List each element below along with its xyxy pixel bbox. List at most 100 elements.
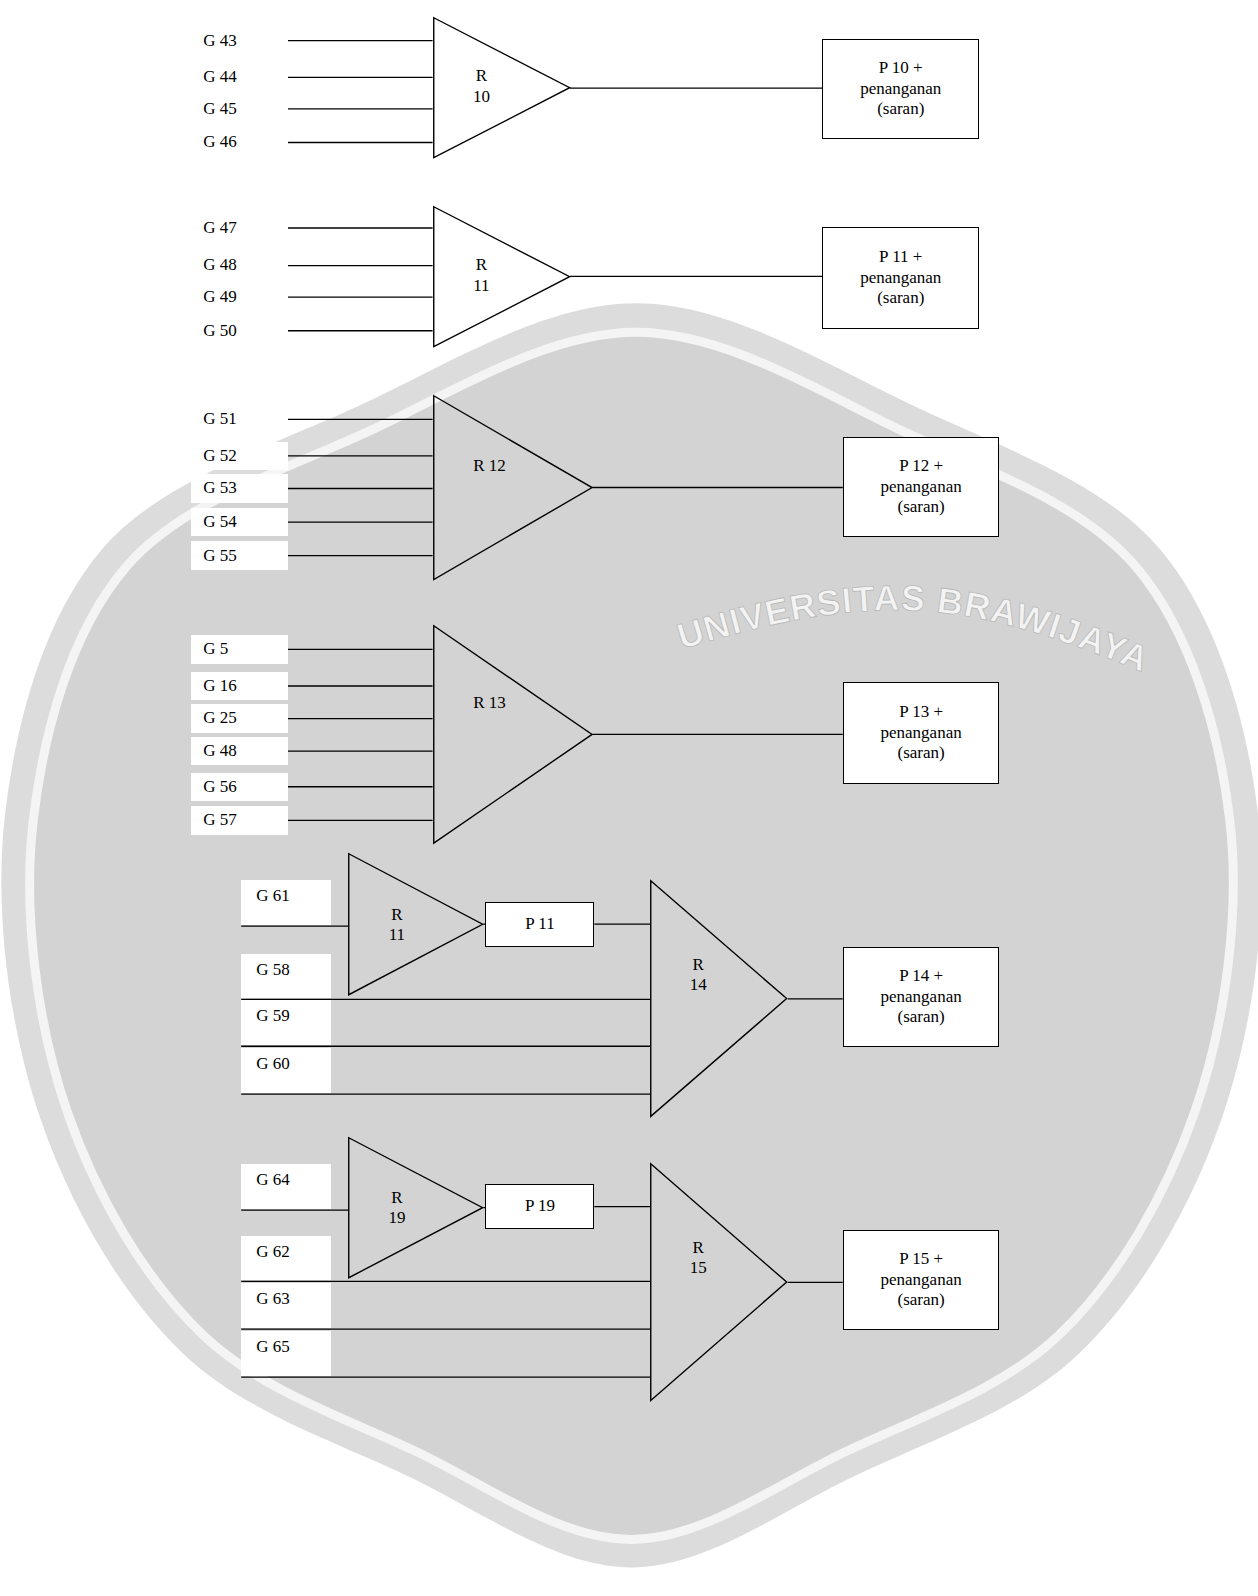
connector-line xyxy=(594,1206,650,1207)
connector-line xyxy=(288,488,433,489)
rule-label: R 11 xyxy=(384,905,410,946)
connector-line xyxy=(288,685,433,686)
condition-label: G 46 xyxy=(191,128,288,156)
rule-label: R 15 xyxy=(685,1238,711,1279)
connector-line xyxy=(288,108,433,109)
connector-line xyxy=(288,718,433,719)
symptom-code: G 47 xyxy=(203,218,237,238)
condition-label: G 48 xyxy=(191,737,288,765)
triangle-outline xyxy=(348,1137,483,1278)
symptom-code: G 25 xyxy=(203,708,237,728)
condition-label: G 51 xyxy=(191,405,288,433)
condition-label: G 55 xyxy=(191,541,288,569)
symptom-code: G 46 xyxy=(203,132,237,152)
condition-label: G 62 xyxy=(241,1236,331,1281)
connector-line xyxy=(570,276,822,277)
condition-label: G 45 xyxy=(191,95,288,123)
shield-outer xyxy=(1,303,1258,1567)
triangle-outline xyxy=(650,1163,787,1401)
result-text: P 10 + penanganan (saran) xyxy=(851,58,951,119)
triangle-shape xyxy=(433,396,591,580)
triangle-outline xyxy=(433,625,593,844)
result-text: P 13 + penanganan (saran) xyxy=(871,702,971,763)
condition-label: G 61 xyxy=(241,880,331,925)
connector-line xyxy=(570,87,822,88)
symptom-code: G 51 xyxy=(203,409,237,429)
connector-line xyxy=(788,1282,843,1283)
symptom-code: G 53 xyxy=(203,478,237,498)
triangle-shape xyxy=(349,854,483,995)
condition-label: G 56 xyxy=(191,773,288,801)
rule-triangle: R 14 xyxy=(650,880,787,1117)
rule-triangle: R 11 xyxy=(348,853,483,995)
triangle-outline xyxy=(650,880,787,1117)
symptom-code: G 5 xyxy=(203,639,228,659)
connector-line xyxy=(241,1376,650,1377)
connector-line xyxy=(288,142,433,143)
condition-label: G 48 xyxy=(191,251,288,279)
connector-line xyxy=(241,926,348,927)
connector-line xyxy=(288,555,433,556)
symptom-code: G 57 xyxy=(203,810,237,830)
result-box: P 13 + penanganan (saran) xyxy=(843,682,1000,784)
watermark-text: UNIVERSITAS BRAWIJAYA xyxy=(673,578,1155,680)
result-box: P 15 + penanganan (saran) xyxy=(843,1230,1000,1331)
condition-label: G 49 xyxy=(191,283,288,311)
rule-triangle: R 12 xyxy=(433,395,593,580)
triangle-shape xyxy=(349,1138,483,1278)
symptom-code: G 56 xyxy=(203,777,237,797)
condition-label: G 47 xyxy=(191,214,288,242)
triangle-outline xyxy=(433,206,570,347)
rule-label: R 19 xyxy=(384,1188,410,1229)
connector-line xyxy=(288,649,433,650)
connector-line xyxy=(241,1329,650,1330)
connector-line xyxy=(241,1093,650,1094)
result-box: P 14 + penanganan (saran) xyxy=(843,947,1000,1048)
symptom-code: G 50 xyxy=(203,321,237,341)
connector-line xyxy=(288,265,433,266)
condition-label: G 53 xyxy=(191,474,288,502)
symptom-code: G 48 xyxy=(203,255,237,275)
result-box: P 10 + penanganan (saran) xyxy=(822,39,979,140)
rule-triangle: R 11 xyxy=(433,206,570,347)
rule-label: R 12 xyxy=(473,456,506,476)
result-text: P 11 + penanganan (saran) xyxy=(851,247,951,308)
symptom-code: G 63 xyxy=(256,1289,290,1309)
condition-label: G 52 xyxy=(191,442,288,470)
triangle-outline xyxy=(433,395,593,580)
result-box: P 11 + penanganan (saran) xyxy=(822,227,979,329)
condition-label: G 50 xyxy=(191,317,288,345)
condition-label: G 59 xyxy=(241,1000,331,1045)
rule-label: R 11 xyxy=(468,255,494,296)
condition-label: G 54 xyxy=(191,508,288,536)
rule-label: R 13 xyxy=(473,693,506,713)
connector-line xyxy=(288,330,433,331)
symptom-code: G 61 xyxy=(256,886,290,906)
symptom-code: G 49 xyxy=(203,287,237,307)
connector-line xyxy=(241,1209,348,1210)
symptom-code: G 52 xyxy=(203,446,237,466)
connector-line xyxy=(241,1046,650,1047)
result-text: P 11 xyxy=(525,914,554,934)
condition-label: G 16 xyxy=(191,672,288,700)
condition-label: G 25 xyxy=(191,704,288,732)
connector-line xyxy=(288,521,433,522)
connector-line xyxy=(288,455,433,456)
shield-inner xyxy=(30,332,1234,1539)
condition-label: G 44 xyxy=(191,63,288,91)
triangle-outline xyxy=(433,17,570,158)
symptom-code: G 16 xyxy=(203,676,237,696)
rule-label: R 14 xyxy=(685,955,711,996)
connector-line xyxy=(288,750,433,751)
symptom-code: G 48 xyxy=(203,741,237,761)
condition-label: G 5 xyxy=(191,635,288,663)
condition-label: G 65 xyxy=(241,1331,331,1376)
symptom-code: G 59 xyxy=(256,1006,290,1026)
result-text: P 19 xyxy=(525,1196,555,1216)
symptom-code: G 45 xyxy=(203,99,237,119)
rule-label: R 10 xyxy=(468,66,494,107)
connector-line xyxy=(288,227,433,228)
condition-label: G 64 xyxy=(241,1164,331,1209)
